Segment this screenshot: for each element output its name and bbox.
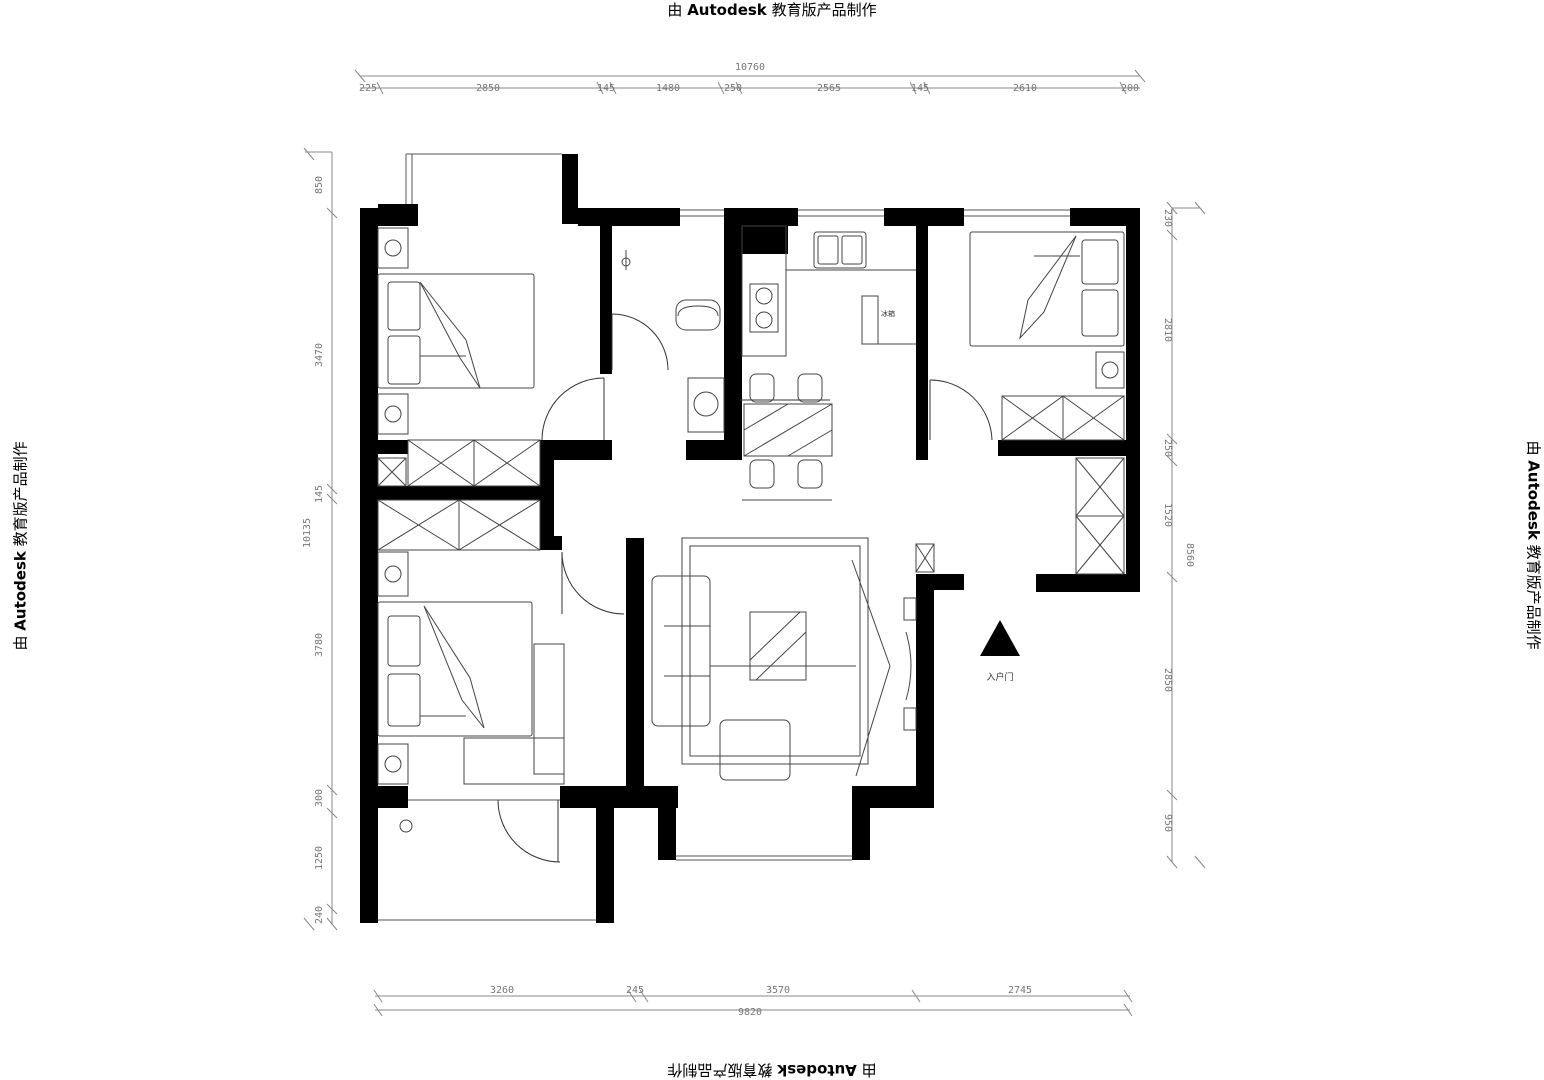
dimension-bottom	[373, 989, 1133, 1017]
dim-top-seg: 145	[597, 83, 615, 94]
dim-bottom-seg: 2745	[1008, 985, 1032, 996]
dimension-top	[354, 69, 1146, 95]
dim-top-seg: 145	[911, 83, 929, 94]
walls	[360, 154, 1140, 923]
dim-left-seg: 3470	[314, 343, 325, 367]
dim-top-seg: 2610	[1013, 83, 1037, 94]
dim-bottom-total: 9820	[738, 1007, 762, 1018]
dim-right-seg: 2810	[1162, 318, 1173, 342]
dim-right-seg: 250	[1162, 439, 1173, 457]
dimension-right	[1166, 201, 1206, 869]
dim-top-total: 10760	[735, 62, 765, 73]
dim-left-seg: 850	[314, 176, 325, 194]
dim-right-seg: 950	[1162, 814, 1173, 832]
dim-bottom-seg: 3260	[490, 985, 514, 996]
windows	[378, 153, 1070, 921]
dim-left-seg: 3780	[314, 633, 325, 657]
dim-right-seg: 2850	[1162, 668, 1173, 692]
dim-left-seg: 145	[314, 485, 325, 503]
dim-top-seg: 2565	[817, 83, 841, 94]
watermark-top: 由 Autodesk 教育版产品制作	[667, 1, 877, 19]
entrance-arrow-icon	[980, 620, 1020, 656]
dim-right-seg: 230	[1162, 209, 1173, 227]
doors	[497, 313, 993, 863]
dim-top-seg: 2850	[476, 83, 500, 94]
dim-left-total: 10135	[302, 518, 313, 548]
dim-top-seg: 200	[1121, 83, 1139, 94]
dimension-left	[303, 147, 338, 931]
dim-left-seg: 1250	[314, 846, 325, 870]
entrance-label: 入户门	[986, 671, 1013, 683]
dim-bottom-seg: 3570	[766, 985, 790, 996]
dim-left-seg: 300	[314, 789, 325, 807]
dim-right-seg: 1520	[1162, 503, 1173, 527]
dim-left-seg: 240	[314, 906, 325, 924]
fridge-label: 冰箱	[881, 309, 895, 318]
dim-top-seg: 1480	[656, 83, 680, 94]
dim-top-seg: 225	[359, 83, 377, 94]
furniture	[377, 225, 1125, 833]
dim-right-total: 8560	[1184, 543, 1195, 567]
dim-bottom-seg: 245	[626, 985, 644, 996]
dim-top-seg: 250	[724, 83, 742, 94]
